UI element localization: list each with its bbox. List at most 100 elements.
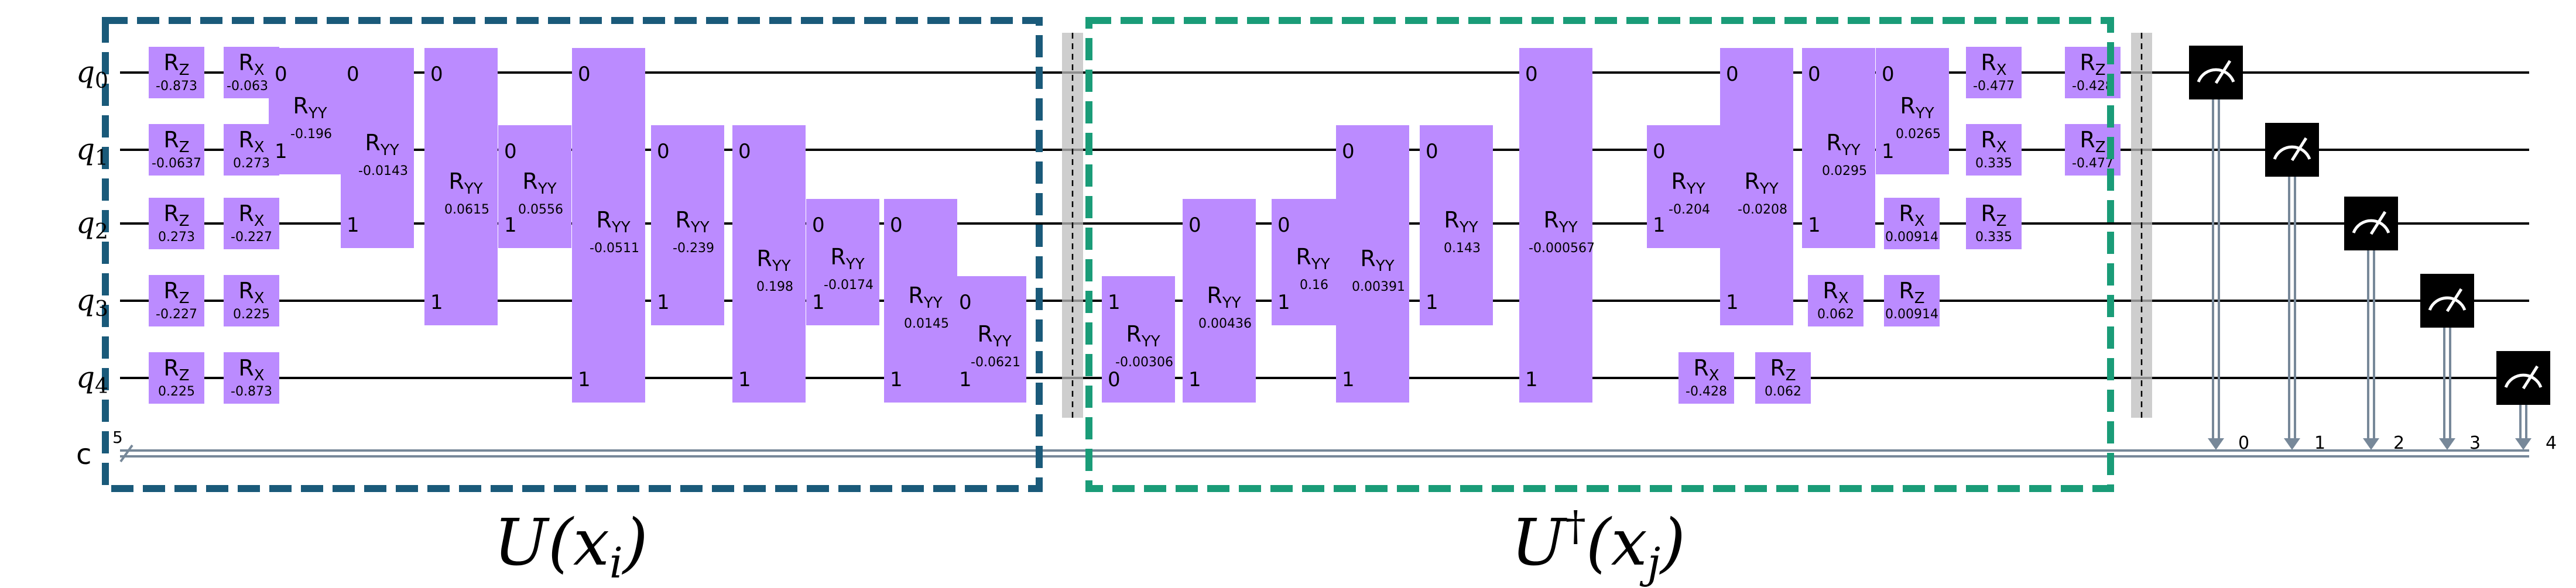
gate-name: RYY bbox=[830, 244, 864, 273]
single-gate-rx: RX-0.477 bbox=[1966, 47, 2022, 98]
gate-box bbox=[1272, 199, 1345, 325]
gate-box bbox=[224, 198, 279, 249]
measure-arrow bbox=[2208, 438, 2224, 450]
meter-needle bbox=[2445, 288, 2463, 312]
meter-icon bbox=[2428, 296, 2467, 311]
gate-box bbox=[1884, 275, 1940, 326]
single-gate-rx: RX-0.428 bbox=[1678, 352, 1734, 404]
gate-name: RYY bbox=[1207, 283, 1241, 312]
qubit-index-label: 0 bbox=[657, 140, 670, 163]
qubit-index-label: 1 bbox=[1882, 140, 1895, 163]
qubit-index-label: 0 bbox=[1653, 140, 1666, 163]
qubit-index-label: 1 bbox=[1653, 214, 1666, 237]
qubit-index-label: 0 bbox=[812, 214, 825, 237]
classical-register-size: 5 bbox=[112, 428, 123, 447]
gate-parameter: 0.00391 bbox=[1352, 280, 1405, 294]
gate-name: RYY bbox=[1744, 169, 1778, 198]
gate-box bbox=[424, 48, 498, 325]
gate-box bbox=[884, 199, 957, 403]
gate-name: RYY bbox=[977, 321, 1011, 350]
gate-name: RZ bbox=[2080, 50, 2105, 79]
qubit-index-label: 1 bbox=[1342, 368, 1355, 391]
gate-parameter: 0.0145 bbox=[904, 317, 949, 331]
u-section-box bbox=[102, 17, 1043, 492]
gate-parameter: 0.00914 bbox=[1885, 230, 1938, 245]
gate-name: RYY bbox=[908, 283, 942, 312]
gate-box bbox=[341, 48, 414, 248]
qubit-index-label: 1 bbox=[1108, 291, 1121, 314]
gate-parameter: -0.477 bbox=[1973, 79, 2015, 94]
gate-name: RYY bbox=[1900, 93, 1934, 122]
classical-bit-index: 3 bbox=[2469, 433, 2481, 453]
gate-box bbox=[149, 47, 204, 98]
gate-parameter: -0.000567 bbox=[1529, 241, 1595, 256]
single-gate-rz: RZ0.00914 bbox=[1884, 275, 1940, 326]
qubit-index-label: 1 bbox=[1525, 368, 1538, 391]
qubit-index-label: 0 bbox=[1277, 214, 1290, 237]
gate-name: RZ bbox=[1770, 355, 1796, 384]
gate-box bbox=[1966, 47, 2022, 98]
gate-name: RYY bbox=[756, 246, 790, 275]
gate-box bbox=[269, 48, 342, 174]
gate-parameter: -0.873 bbox=[231, 384, 272, 399]
classical-bit-index: 4 bbox=[2546, 433, 2557, 453]
single-gate-rx: RX0.335 bbox=[1966, 124, 2022, 176]
single-gate-rz: RZ0.335 bbox=[1966, 198, 2022, 249]
gate-parameter: -0.227 bbox=[231, 230, 272, 245]
gate-box bbox=[1884, 198, 1940, 249]
section-boxes-layer bbox=[102, 17, 2114, 492]
single-gate-rx: RX0.273 bbox=[224, 124, 279, 176]
gate-box bbox=[1720, 48, 1793, 325]
gate-parameter: 0.062 bbox=[1817, 307, 1854, 322]
gate-parameter: -0.477 bbox=[2072, 156, 2113, 171]
gate-box bbox=[1102, 276, 1175, 403]
gate-parameter: 0.00914 bbox=[1885, 307, 1938, 322]
gate-name: RYY bbox=[448, 169, 482, 198]
gate-box bbox=[1647, 125, 1720, 248]
gate-box bbox=[1966, 124, 2022, 176]
gate-name: RX bbox=[1899, 201, 1924, 230]
gate-parameter: -0.428 bbox=[1686, 384, 1727, 399]
gate-name: RYY bbox=[365, 130, 399, 159]
gate-parameter: 0.225 bbox=[233, 307, 270, 322]
gate-parameter: -0.204 bbox=[1669, 202, 1710, 217]
qubit-index-label: 1 bbox=[812, 291, 825, 314]
qubit-index-label: 0 bbox=[738, 140, 751, 163]
gate-box bbox=[1678, 352, 1734, 404]
measurement: 1 bbox=[2265, 123, 2325, 453]
qubit-index-label: 1 bbox=[504, 214, 517, 237]
bus-slash bbox=[119, 444, 133, 463]
single-gate-rx: RX-0.873 bbox=[224, 352, 279, 404]
measurement: 4 bbox=[2496, 351, 2557, 453]
single-gate-rz: RZ0.062 bbox=[1755, 352, 1811, 404]
meter-box bbox=[2189, 46, 2243, 99]
gate-parameter: -0.0511 bbox=[590, 241, 639, 256]
qubit-index-label: 1 bbox=[890, 368, 903, 391]
qubit-index-label: 0 bbox=[347, 63, 359, 86]
gate-parameter: 0.0265 bbox=[1896, 127, 1941, 142]
qubit-index-label: 0 bbox=[1726, 63, 1739, 86]
qubit-index-label: 0 bbox=[1525, 63, 1538, 86]
gate-box bbox=[1966, 198, 2022, 249]
meter-needle bbox=[2522, 365, 2539, 390]
single-gate-rz: RZ-0.0637 bbox=[149, 124, 204, 176]
classical-bit-index: 0 bbox=[2238, 433, 2249, 453]
meter-box bbox=[2496, 351, 2550, 405]
gate-name: RZ bbox=[1981, 201, 2006, 230]
qubit-index-label: 1 bbox=[1426, 291, 1438, 314]
measurement: 2 bbox=[2344, 197, 2404, 453]
gate-box bbox=[224, 275, 279, 326]
single-gate-rx: RX0.062 bbox=[1808, 275, 1864, 326]
